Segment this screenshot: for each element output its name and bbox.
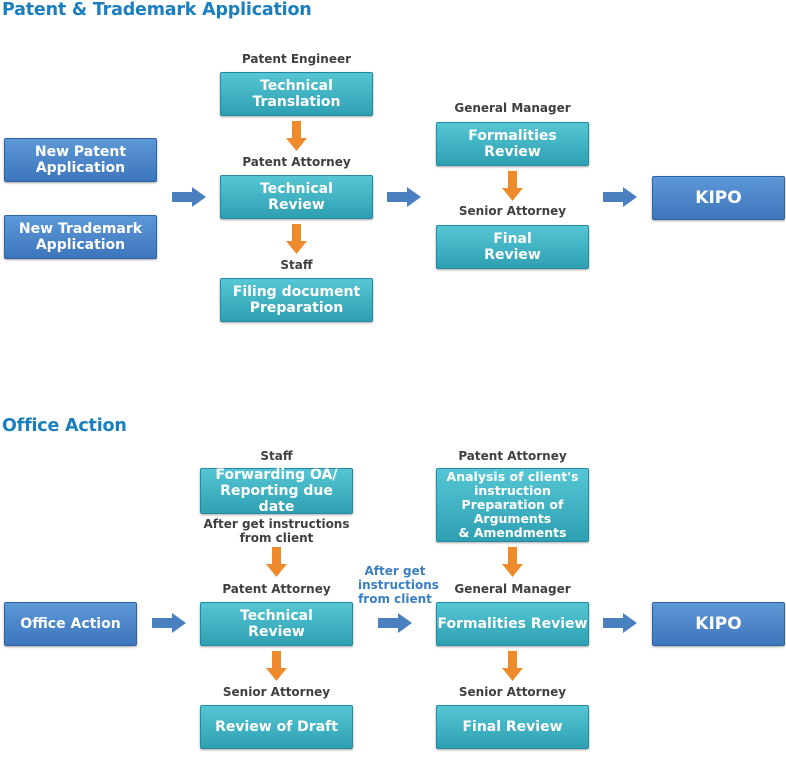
right-arrow-icon — [172, 187, 206, 211]
role-general-manager: General Manager — [454, 101, 571, 115]
down-arrow-icon — [502, 651, 523, 685]
box-formalities-review-oa: Formalities Review — [436, 602, 589, 646]
note-after-get-instructions: After get instructions from client — [200, 517, 353, 545]
box-forwarding-oa-label: Forwarding OA/ Reporting due date — [215, 467, 338, 515]
box-final-review-label: Final Review — [484, 231, 541, 263]
box-review-of-draft: Review of Draft — [200, 705, 353, 749]
box-formalities-review: Formalities Review — [436, 122, 589, 166]
section-title-office-action: Office Action — [2, 416, 127, 436]
down-arrow-icon — [266, 651, 287, 685]
box-technical-review-label: Technical Review — [260, 181, 333, 213]
right-arrow-icon — [152, 613, 186, 637]
right-arrow-icon — [603, 613, 637, 637]
box-formalities-review-oa-label: Formalities Review — [437, 616, 588, 632]
box-filing-document-preparation-label: Filing document Preparation — [232, 284, 361, 316]
down-arrow-icon — [266, 547, 287, 581]
role-staff: Staff — [280, 258, 313, 272]
down-arrow-icon — [502, 547, 523, 581]
box-new-trademark-application-label: New Trademark Application — [18, 221, 143, 253]
box-forwarding-oa: Forwarding OA/ Reporting due date — [200, 467, 353, 515]
role-senior-attorney: Senior Attorney — [222, 685, 331, 699]
role-senior-attorney: Senior Attorney — [458, 685, 567, 699]
box-filing-document-preparation: Filing document Preparation — [220, 278, 373, 322]
down-arrow-icon — [286, 121, 307, 155]
note-after-get-instructions-text: After get instructions from client — [203, 517, 350, 545]
box-technical-translation-label: Technical Translation — [252, 78, 341, 110]
box-new-patent-application-label: New Patent Application — [34, 144, 127, 176]
role-patent-attorney: Patent Attorney — [458, 449, 567, 463]
box-technical-review-oa: Technical Review — [200, 602, 353, 646]
box-analysis-of-client-instruction-label: Analysis of client's instruction Prepara… — [446, 469, 579, 540]
box-analysis-of-client-instruction: Analysis of client's instruction Prepara… — [436, 468, 589, 542]
note-after-get-instructions-between-text: After get instructions from client — [358, 564, 439, 606]
box-review-of-draft-label: Review of Draft — [215, 719, 338, 735]
role-senior-attorney: Senior Attorney — [458, 204, 567, 218]
role-patent-attorney: Patent Attorney — [222, 582, 331, 596]
right-arrow-icon — [378, 613, 412, 637]
box-new-patent-application: New Patent Application — [4, 138, 157, 182]
note-after-get-instructions-between: After get instructions from client — [358, 564, 439, 606]
box-formalities-review-label: Formalities Review — [468, 128, 557, 160]
box-new-trademark-application: New Trademark Application — [4, 215, 157, 259]
down-arrow-icon — [502, 171, 523, 205]
box-kipo-oa-label: KIPO — [695, 614, 742, 634]
box-final-review: Final Review — [436, 225, 589, 269]
box-technical-review: Technical Review — [220, 175, 373, 219]
right-arrow-icon — [603, 187, 637, 211]
role-patent-engineer: Patent Engineer — [241, 52, 352, 66]
role-general-manager: General Manager — [454, 582, 571, 596]
box-office-action: Office Action — [4, 602, 137, 646]
box-final-review-oa-label: Final Review — [462, 719, 563, 735]
box-office-action-label: Office Action — [20, 616, 121, 632]
right-arrow-icon — [387, 187, 421, 211]
box-technical-review-oa-label: Technical Review — [240, 608, 313, 640]
box-final-review-oa: Final Review — [436, 705, 589, 749]
box-technical-translation: Technical Translation — [220, 72, 373, 116]
box-kipo: KIPO — [652, 602, 785, 646]
role-staff: Staff — [260, 449, 293, 463]
box-kipo: KIPO — [652, 176, 785, 220]
box-kipo-label: KIPO — [695, 188, 742, 208]
role-patent-attorney: Patent Attorney — [242, 155, 351, 169]
section-title-patent-trademark: Patent & Trademark Application — [2, 0, 312, 20]
down-arrow-icon — [286, 224, 307, 258]
